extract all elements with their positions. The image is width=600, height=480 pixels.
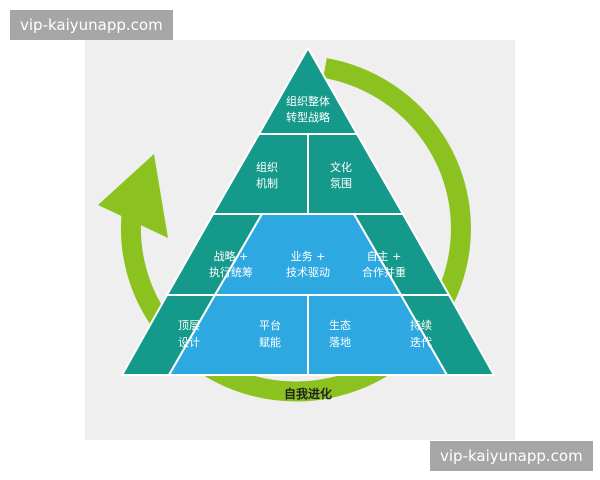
tier3-left-line2: 执行统筹 — [209, 265, 253, 279]
cycle-label: 自我进化 — [284, 386, 332, 401]
tier4-mid-right-line1: 生态 — [329, 318, 351, 332]
tier3-middle-line2: 技术驱动 — [286, 266, 330, 279]
tier4-right — [400, 294, 495, 376]
tier4-mid-left-line1: 平台 — [259, 318, 281, 332]
tier4-mid-right-line2: 落地 — [329, 336, 351, 349]
apex-label-line1: 组织整体 — [286, 94, 330, 108]
tier4-right-line1: 持续 — [410, 318, 432, 332]
tier4-mid-left-line2: 赋能 — [259, 335, 281, 349]
pyramid — [121, 47, 495, 376]
watermark-bottom: vip-kaiyunapp.com — [430, 441, 593, 471]
tier3-left-line1: 战略 + — [214, 249, 249, 263]
tier4-left-line1: 顶层 — [178, 319, 200, 332]
tier3-right-line2: 合作并重 — [362, 265, 406, 279]
tier2-right-line1: 文化 — [330, 160, 352, 174]
apex-label-line2: 转型战略 — [286, 110, 330, 124]
tier4-left-line2: 设计 — [178, 336, 200, 349]
tier2-right-line2: 氛围 — [330, 177, 352, 190]
tier2-left-line2: 机制 — [256, 176, 278, 190]
watermark-top: vip-kaiyunapp.com — [10, 10, 173, 40]
arrow-head-icon — [98, 154, 168, 238]
tier4-right-line2: 迭代 — [410, 336, 432, 349]
tier2-left-line1: 组织 — [256, 160, 278, 174]
tier2-right — [307, 133, 404, 215]
tier2-left — [212, 133, 309, 215]
tier3-right-line1: 自主 + — [367, 250, 402, 263]
tier3-middle-line1: 业务 + — [291, 250, 326, 263]
